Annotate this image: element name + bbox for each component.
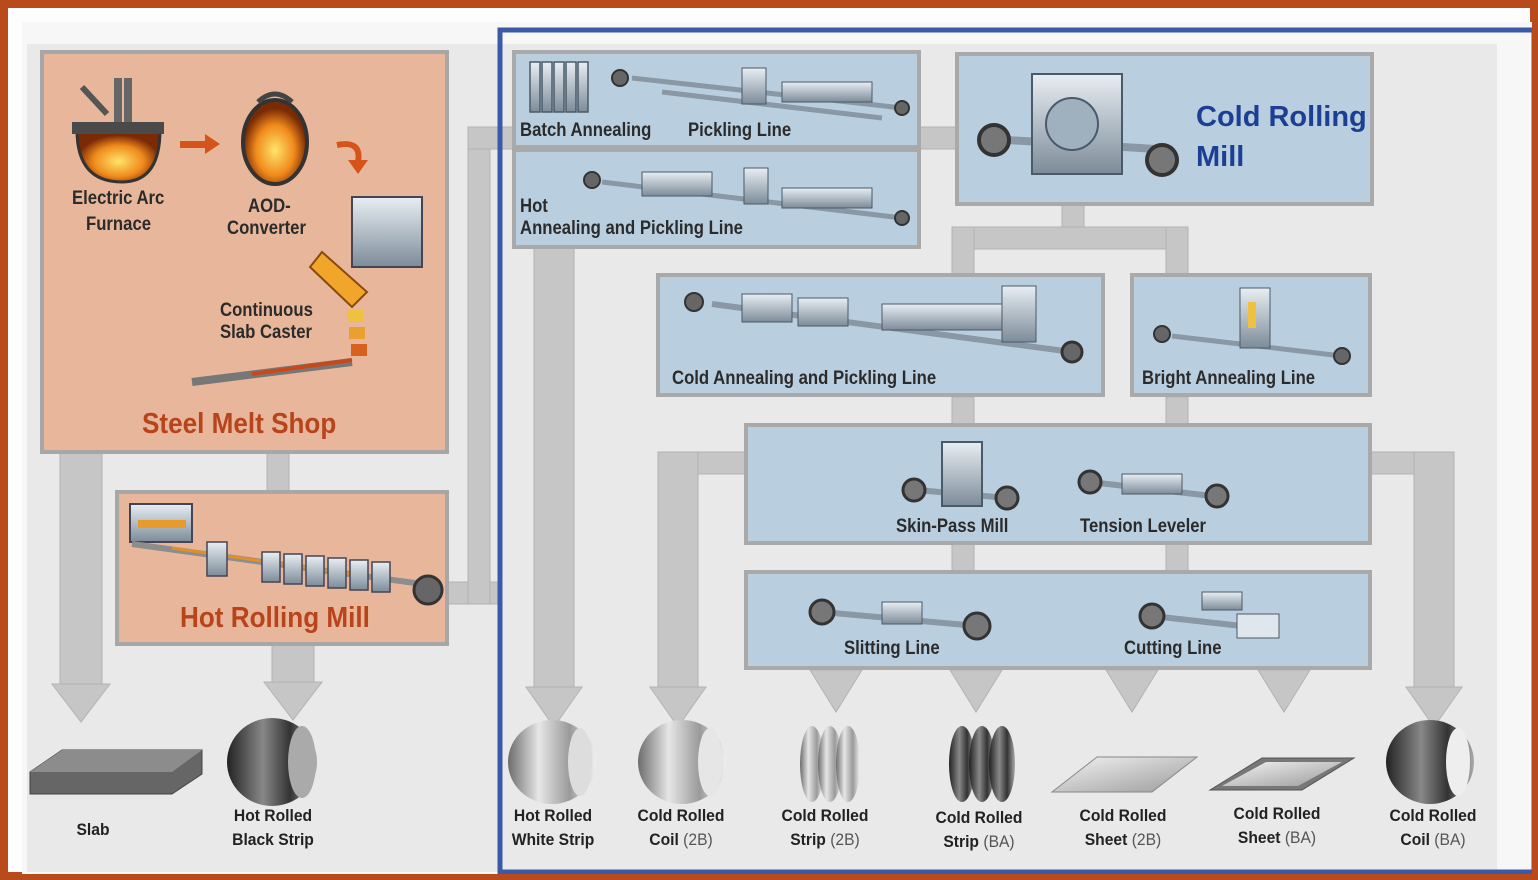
hot-annealing-label-line1: Hot — [520, 196, 548, 218]
slab-product-icon — [30, 750, 202, 794]
continuous-slab-caster-label-line1: Continuous — [220, 300, 313, 322]
skin-pass-mill-label: Skin-Pass Mill — [896, 516, 1008, 538]
tension-leveler-label: Tension Leveler — [1080, 516, 1206, 538]
product-label-cold-rolled-coil-2b: Cold Rolled Coil (2B) — [612, 804, 750, 852]
batch-annealing-label: Batch Annealing — [520, 120, 651, 142]
product-label-cold-rolled-coil-ba: Cold Rolled Coil (BA) — [1364, 804, 1502, 852]
skin-pass-tension-leveler-box — [746, 425, 1370, 543]
electric-arc-furnace-label-line1: Electric Arc — [72, 188, 164, 210]
aod-converter-label-line2: Converter — [227, 218, 306, 240]
electric-arc-furnace-label-line2: Furnace — [86, 214, 151, 236]
batch-annealing-icon — [530, 62, 588, 112]
aod-converter-label-line1: AOD- — [248, 196, 291, 218]
hot-annealing-label-line2: Annealing and Pickling Line — [520, 218, 743, 240]
hot-rolling-mill-title: Hot Rolling Mill — [180, 602, 370, 635]
cold-rolling-mill-title-line1: Cold Rolling — [1196, 98, 1367, 136]
cold-rolling-mill-title-line2: Mill — [1196, 138, 1244, 176]
cold-annealing-pickling-label: Cold Annealing and Pickling Line — [672, 368, 936, 390]
cold-rolled-coil-ba-icon — [1386, 720, 1474, 804]
diagram-canvas: Steel Melt Shop Electric Arc Furnace AOD… — [22, 22, 1532, 874]
product-label-cold-rolled-sheet-2b: Cold Rolled Sheet (2B) — [1054, 804, 1192, 852]
product-label-slab: Slab — [24, 818, 162, 842]
diagram-graphics — [22, 22, 1532, 874]
cold-rolled-coil-2b-icon — [638, 720, 726, 804]
cold-rolled-strip-ba-icon — [949, 726, 1015, 802]
product-label-cold-rolled-sheet-ba: Cold Rolled Sheet (BA) — [1208, 802, 1346, 850]
slitting-line-label: Slitting Line — [844, 638, 940, 660]
hot-rolled-black-strip-icon — [227, 718, 317, 806]
bright-annealing-label: Bright Annealing Line — [1142, 368, 1315, 390]
cutting-line-label: Cutting Line — [1124, 638, 1222, 660]
steel-melt-shop-title: Steel Melt Shop — [142, 408, 336, 441]
product-label-cold-rolled-strip-2b: Cold Rolled Strip (2B) — [756, 804, 894, 852]
cold-rolled-strip-2b-icon — [800, 726, 860, 802]
hot-rolled-white-strip-icon — [508, 720, 596, 804]
pickling-line-label: Pickling Line — [688, 120, 791, 142]
product-label-cold-rolled-strip-ba: Cold Rolled Strip (BA) — [910, 806, 1048, 854]
continuous-slab-caster-label-line2: Slab Caster — [220, 322, 312, 344]
